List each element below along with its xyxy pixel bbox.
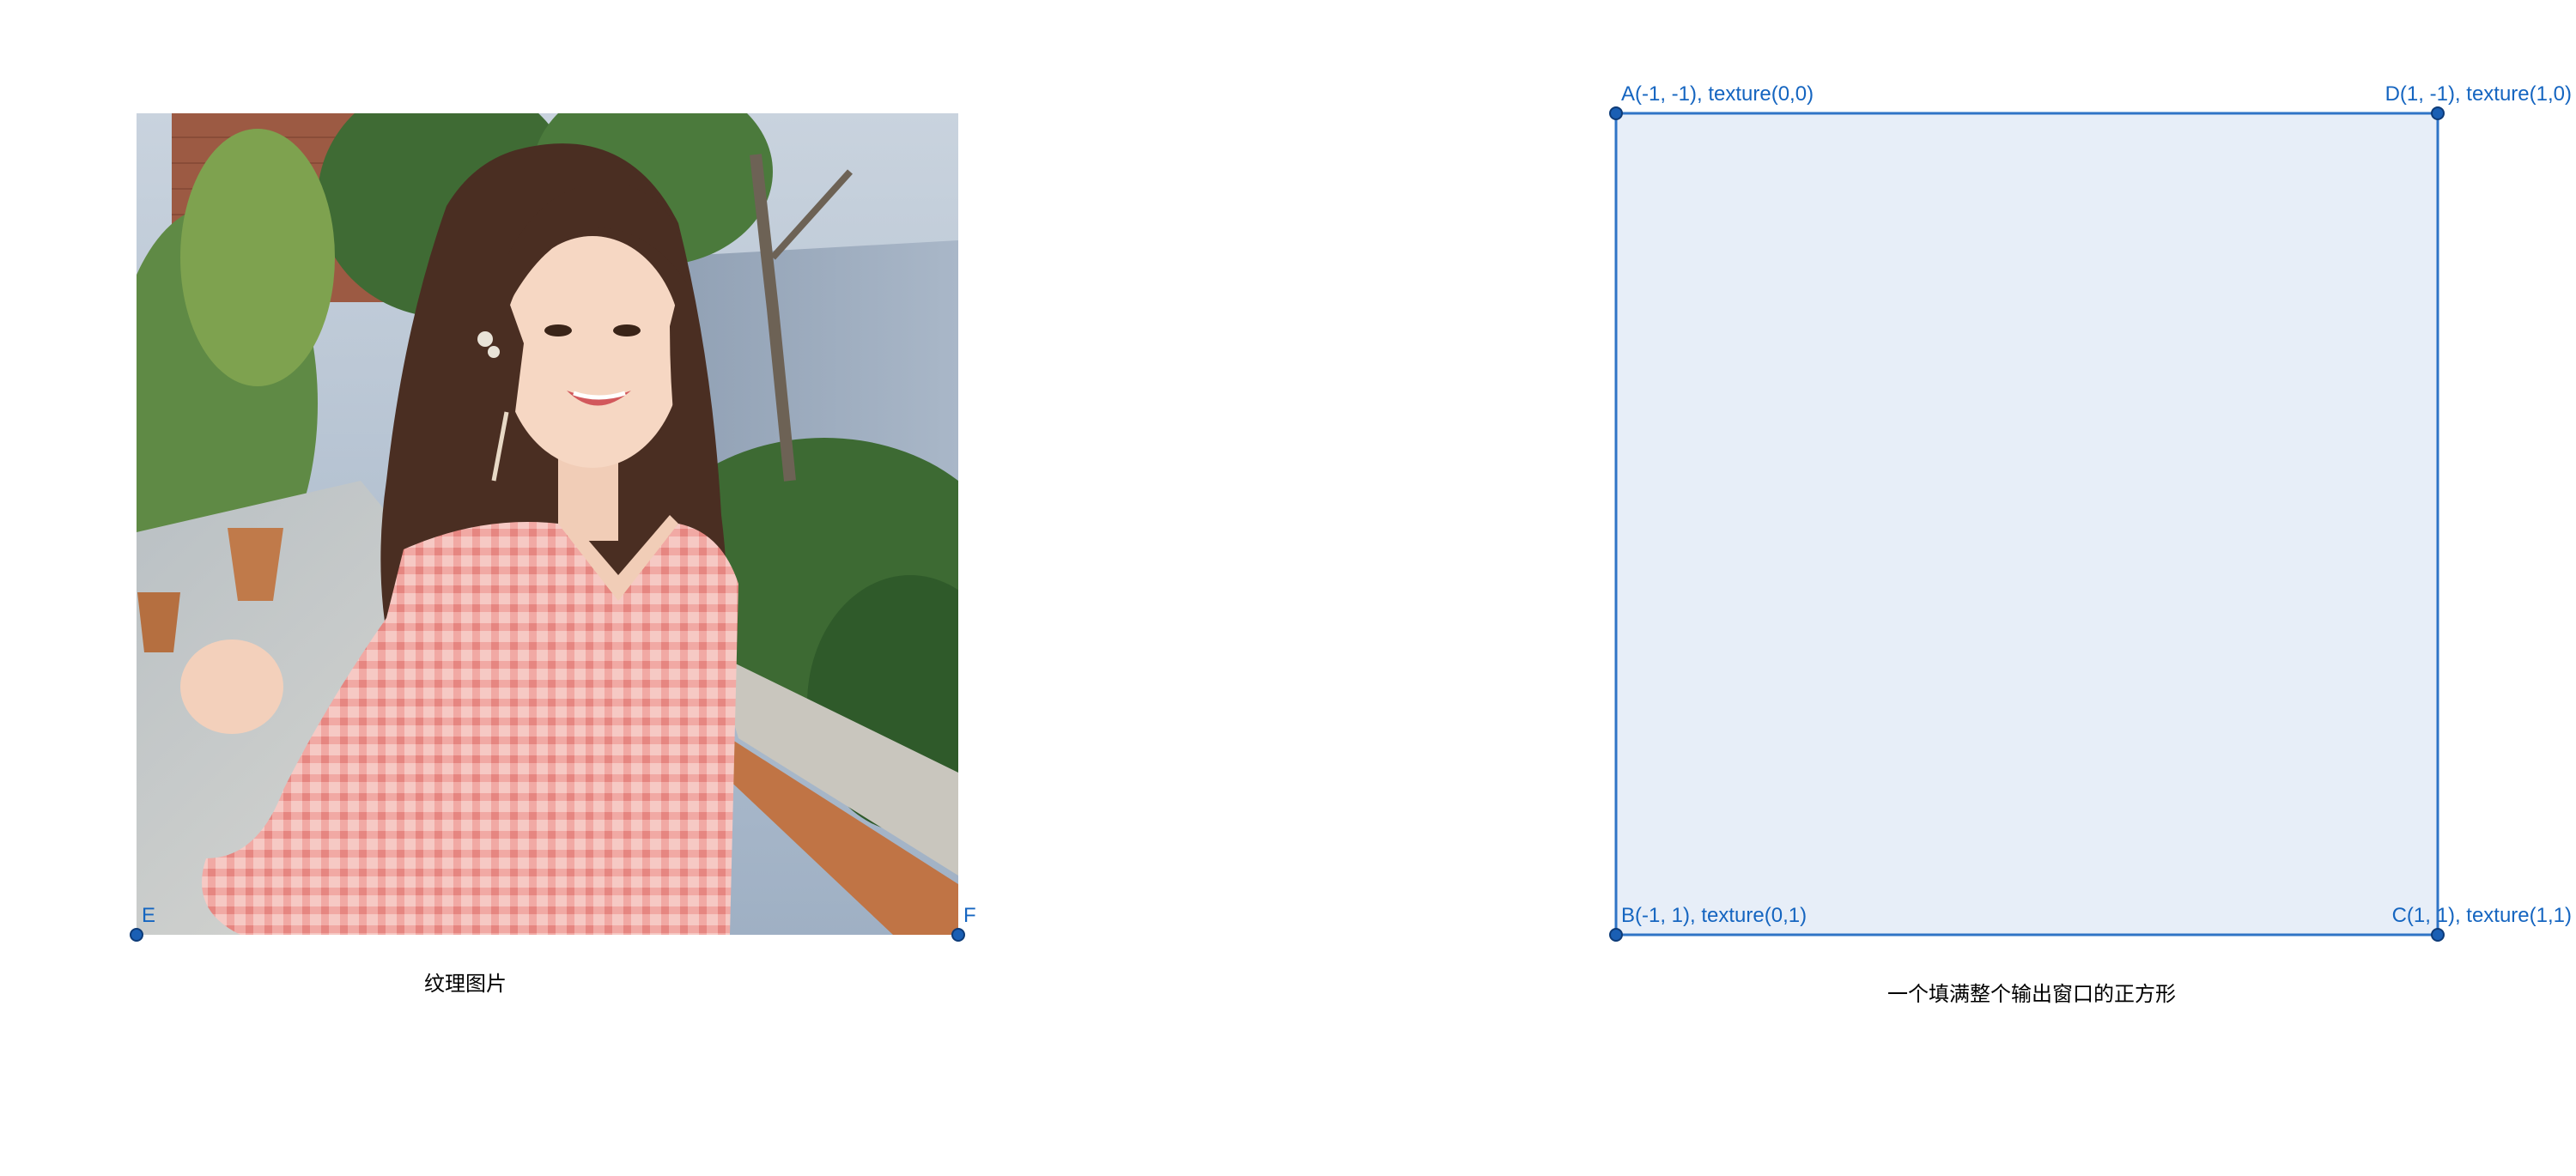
point-c-label: C(1, 1), texture(1,1) (2392, 904, 2572, 927)
point-a-label: A(-1, -1), texture(0,0) (1621, 82, 1814, 106)
point-e: E (130, 904, 155, 942)
point-e-label: E (142, 904, 155, 927)
point-d-marker (2431, 106, 2445, 120)
point-c: C(1, 1), texture(1,1) (2392, 904, 2572, 942)
texture-image-panel (137, 113, 958, 935)
texture-caption: 纹理图片 (424, 972, 507, 996)
output-square-caption: 一个填满整个输出窗口的正方形 (1887, 982, 2176, 1006)
point-e-marker (130, 928, 143, 942)
point-b-label: B(-1, 1), texture(0,1) (1621, 904, 1807, 927)
texture-points: E F (130, 904, 976, 942)
point-a: A(-1, -1), texture(0,0) (1609, 82, 1814, 120)
point-c-marker (2431, 928, 2445, 942)
point-f-marker (951, 928, 965, 942)
texture-image (137, 113, 958, 935)
output-square-panel: A(-1, -1), texture(0,0) D(1, -1), textur… (1609, 82, 2572, 942)
point-d: D(1, -1), texture(1,0) (2385, 82, 2572, 120)
point-a-marker (1609, 106, 1623, 120)
output-square (1614, 112, 2439, 937)
point-b-marker (1609, 928, 1623, 942)
point-b: B(-1, 1), texture(0,1) (1609, 904, 1807, 942)
point-f: F (951, 904, 976, 942)
point-f-label: F (963, 904, 976, 927)
point-d-label: D(1, -1), texture(1,0) (2385, 82, 2572, 106)
